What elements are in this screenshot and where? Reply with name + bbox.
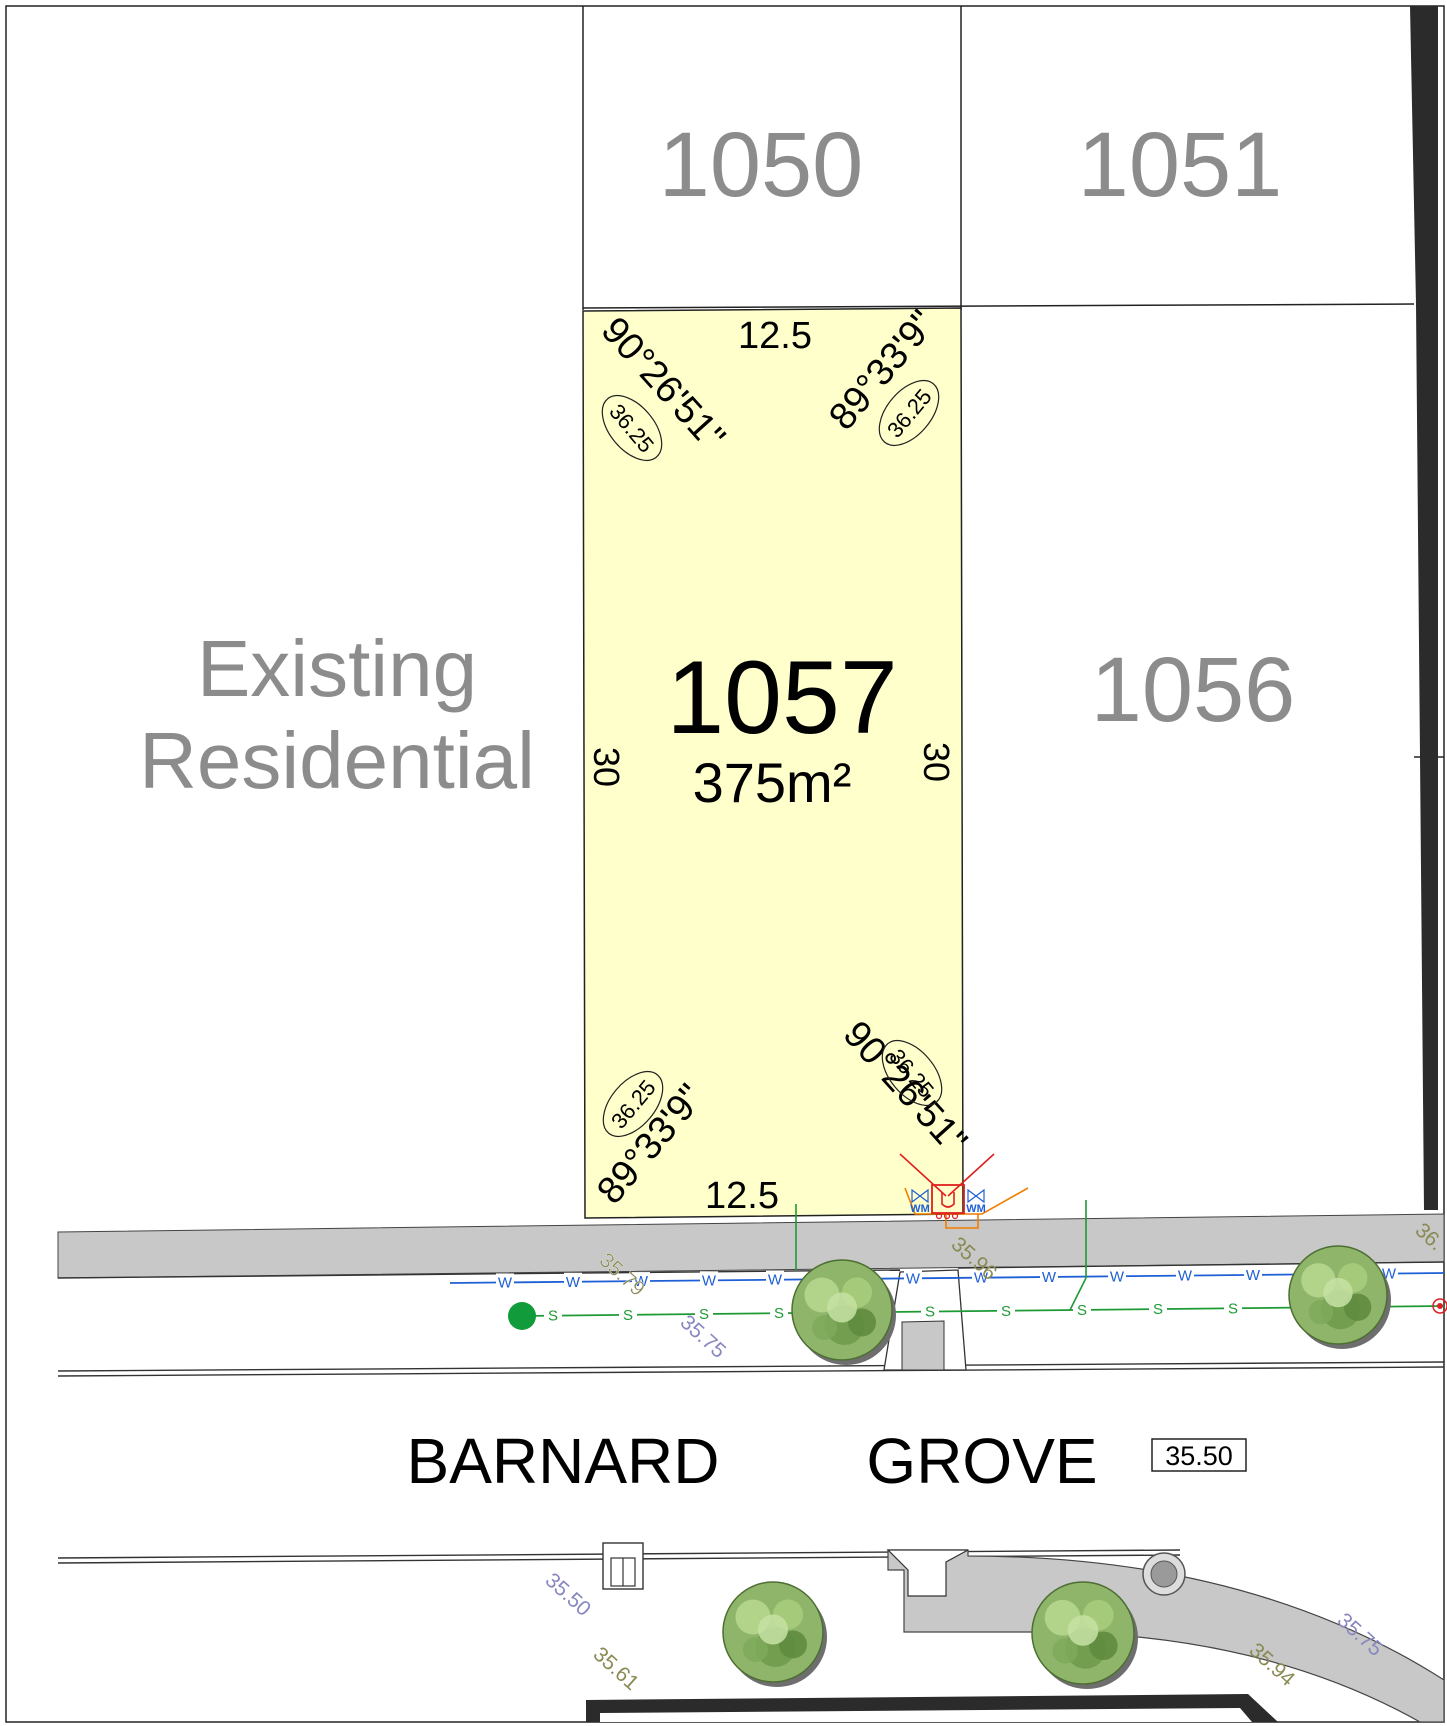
water-marker-bg xyxy=(972,1268,990,1285)
tree-icon xyxy=(1288,1245,1391,1349)
lot-1057-area: 375m² xyxy=(693,751,852,814)
tree-foliage xyxy=(1308,1299,1334,1325)
water-marker-bg xyxy=(632,1272,650,1289)
manhole-icon xyxy=(1142,1552,1186,1596)
lot-boundaries xyxy=(582,6,1444,758)
lot-1057-number: 1057 xyxy=(666,640,897,756)
sewer-marker-bg xyxy=(997,1301,1015,1318)
sewer-marker: S xyxy=(623,1307,633,1324)
water-marker: W xyxy=(566,1274,581,1291)
lot-1057-frontage-top: 12.5 xyxy=(738,315,812,357)
water-marker-bg xyxy=(1108,1267,1126,1284)
water-marker: W xyxy=(498,1274,513,1291)
water-main xyxy=(449,1272,1445,1284)
sewer-connections xyxy=(795,1200,1087,1311)
sewer-marker-bg xyxy=(1073,1300,1091,1317)
service-pit-icon xyxy=(602,1542,644,1590)
water-marker-bg xyxy=(564,1272,582,1289)
water-marker-bg xyxy=(1244,1265,1262,1282)
tree-foliage xyxy=(1067,1615,1099,1646)
sewer-marker: S xyxy=(1228,1300,1238,1317)
tree-foliage xyxy=(1089,1631,1118,1661)
road-level-box: 35.50 xyxy=(1151,1438,1247,1472)
water-marker: W xyxy=(634,1273,649,1290)
tree-foliage xyxy=(812,1315,837,1340)
water-meter-icon-right: WM xyxy=(966,1188,986,1215)
tree-foliage xyxy=(1052,1638,1078,1664)
southern-structure-inner xyxy=(600,1708,1252,1722)
sewer-marker-bg xyxy=(695,1305,713,1322)
existing-residential-line1: Existing xyxy=(197,624,477,713)
eastern-boundary-wall xyxy=(1410,6,1438,1210)
tree-foliage xyxy=(758,1614,788,1645)
water-marker: W xyxy=(1178,1268,1193,1285)
street-trees xyxy=(722,1245,1391,1689)
lot-1057-depth-right: 30 xyxy=(916,742,957,782)
existing-residential-line2: Residential xyxy=(139,716,535,805)
tree-icon xyxy=(791,1259,896,1365)
water-marker-bg xyxy=(1176,1266,1194,1283)
service-connection-icon xyxy=(899,1153,1029,1229)
street-name-barnard: BARNARD xyxy=(407,1425,720,1497)
lot-1057-depth-left: 30 xyxy=(586,747,627,787)
sewer-marker-bg xyxy=(1149,1300,1167,1317)
sewer-marker: S xyxy=(1077,1302,1087,1319)
water-marker: W xyxy=(1110,1268,1125,1285)
fire-hydrant-icon xyxy=(1432,1298,1447,1314)
tree-foliage xyxy=(827,1292,857,1323)
lot-1051-label: 1051 xyxy=(1078,114,1283,216)
crossover-north-inner xyxy=(901,1320,945,1371)
sewer-marker-bg xyxy=(770,1304,788,1321)
tree-foliage xyxy=(848,1308,876,1337)
water-marker-bg xyxy=(1040,1267,1058,1284)
sewer-marker-bg xyxy=(921,1302,939,1319)
sewer-marker-bg xyxy=(1224,1299,1242,1316)
lot-1050-label: 1050 xyxy=(659,114,864,216)
sewer-marker: S xyxy=(699,1306,709,1323)
tree-foliage xyxy=(743,1637,768,1662)
street-name-grove: GROVE xyxy=(866,1425,1097,1497)
lot-1056-label: 1056 xyxy=(1091,639,1296,741)
water-marker-bg xyxy=(766,1270,784,1287)
sewer-marker: S xyxy=(1153,1301,1163,1318)
sewer-marker: S xyxy=(548,1308,558,1325)
sewer-marker-bg xyxy=(544,1306,562,1323)
water-marker-bg xyxy=(904,1269,922,1286)
water-marker: W xyxy=(906,1270,921,1287)
sewer-marker-bg xyxy=(619,1305,637,1322)
tree-foliage xyxy=(1343,1293,1372,1321)
crossover-south xyxy=(886,1549,969,1597)
tree-foliage xyxy=(779,1630,807,1659)
sewer-marker: S xyxy=(925,1304,935,1321)
water-meter-icon-left: WM xyxy=(910,1188,930,1215)
lot-1057-frontage-bottom: 12.5 xyxy=(705,1175,779,1217)
water-meter-label-right: WM xyxy=(966,1203,986,1215)
sewer-marker: S xyxy=(774,1305,784,1322)
water-marker: W xyxy=(1246,1267,1261,1284)
tree-foliage xyxy=(1323,1277,1353,1308)
water-meter-label-left: WM xyxy=(910,1203,930,1215)
tree-icon xyxy=(1031,1581,1138,1689)
sewer-end-node-icon xyxy=(508,1302,536,1330)
road-level-value: 35.50 xyxy=(1165,1441,1233,1471)
water-marker: W xyxy=(974,1270,989,1287)
water-marker: W xyxy=(1042,1269,1057,1286)
water-marker: W xyxy=(768,1272,783,1289)
tree-icon xyxy=(722,1581,827,1687)
water-marker: W xyxy=(702,1272,717,1289)
sewer-marker: S xyxy=(1001,1303,1011,1320)
water-marker-bg xyxy=(700,1271,718,1288)
water-marker-bg xyxy=(496,1273,514,1290)
